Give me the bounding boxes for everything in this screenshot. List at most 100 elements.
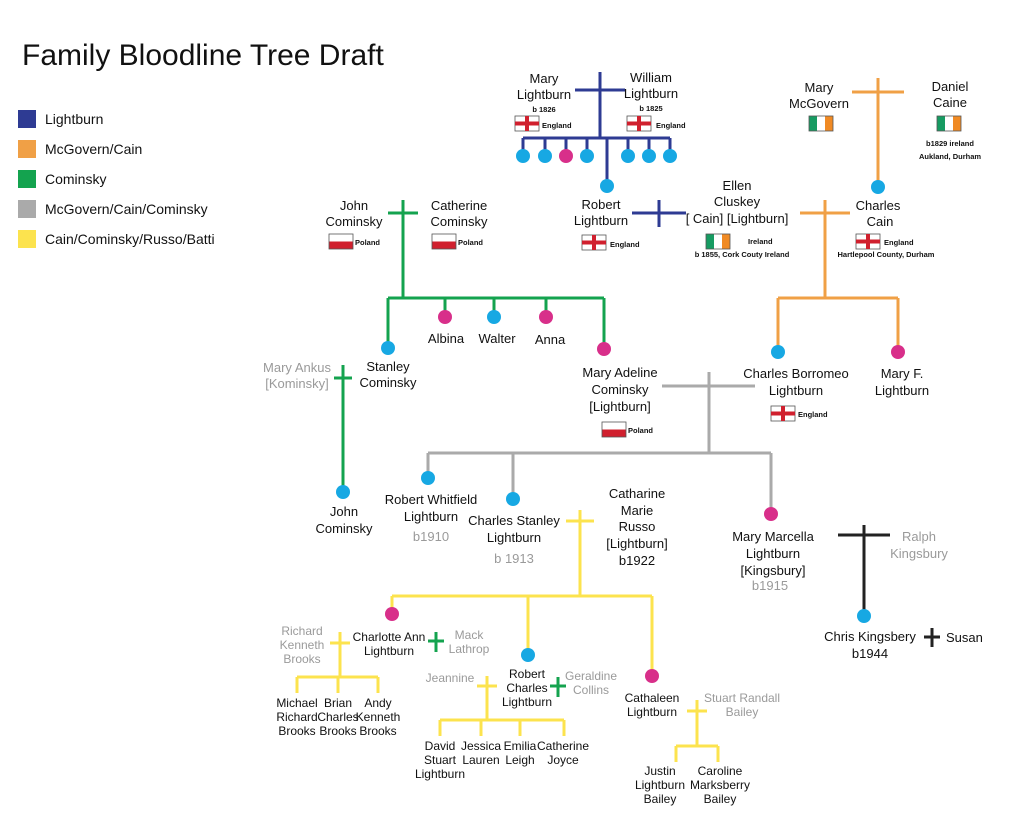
- person-catherine-cominsky: Catherine Cominsky Poland: [430, 198, 488, 247]
- name-line: Charlotte Ann: [353, 630, 426, 644]
- name-line: Brooks: [319, 724, 356, 738]
- person-charles-cain: Charles Cain England Hartlepool County, …: [838, 198, 935, 259]
- person-mack-lathrop: Mack Lathrop: [449, 628, 490, 656]
- country-text: Poland: [355, 238, 380, 247]
- name-line: Lightburn: [769, 383, 823, 398]
- legend-label-cominsky: Cominsky: [45, 171, 106, 187]
- name-line: Brooks: [278, 724, 315, 738]
- name-line: Charles: [506, 681, 547, 695]
- legend-swatch-mcgovern-cain: [18, 140, 36, 158]
- person-william-lightburn: William Lightburn b 1825 England: [624, 70, 686, 130]
- birth-text: b 1825: [639, 104, 662, 113]
- male-dot: [381, 341, 395, 355]
- england-flag: [770, 405, 796, 422]
- female-dot: [385, 607, 399, 621]
- country-text: Ireland: [748, 237, 773, 246]
- name-line: Richard: [276, 710, 317, 724]
- female-dot: [539, 310, 553, 324]
- male-dot: [521, 648, 535, 662]
- name-line: Cominsky: [359, 375, 417, 390]
- name-line: Lightburn: [875, 383, 929, 398]
- name-line: Stuart Randall: [704, 691, 780, 705]
- legend-swatch-cominsky: [18, 170, 36, 188]
- name-line: Cominsky: [315, 521, 373, 536]
- name-line: Joyce: [547, 753, 579, 767]
- name-line: Mack: [455, 628, 485, 642]
- male-dot: [871, 180, 885, 194]
- name-line: [ Cain] [Lightburn]: [686, 211, 789, 226]
- name-line: Mary Adeline: [582, 365, 657, 380]
- legend-label-mcgovern-cain-cominsky: McGovern/Cain/Cominsky: [45, 201, 208, 217]
- name-line: Robert: [581, 197, 620, 212]
- place-text: Hartlepool County, Durham: [838, 250, 935, 259]
- name-line: [Lightburn]: [589, 399, 650, 414]
- yellow-lines: [295, 510, 720, 762]
- person-anna: Anna: [535, 332, 566, 347]
- person-chris-kingsbery: Chris Kingsbery b1944: [824, 629, 916, 661]
- name-line: Cominsky: [591, 382, 649, 397]
- name-line: Lathrop: [449, 642, 490, 656]
- country-text: England: [656, 121, 686, 130]
- person-michael-brooks: Michael Richard Brooks: [276, 696, 317, 738]
- birth-text: b1915: [752, 578, 788, 593]
- male-dot: [516, 149, 530, 163]
- name-line: Lauren: [462, 753, 499, 767]
- male-dot: [336, 485, 350, 499]
- name-line: Catherine: [431, 198, 487, 213]
- male-dot: [857, 609, 871, 623]
- person-walter: Walter: [478, 331, 516, 346]
- name-line: [Kingsbury]: [740, 563, 805, 578]
- country-text: England: [542, 121, 572, 130]
- person-caroline-bailey: Caroline Marksberry Bailey: [690, 764, 750, 806]
- name-line: Lightburn: [364, 644, 414, 658]
- person-mary-ankus: Mary Ankus [Kominsky]: [263, 360, 331, 391]
- birth-text: b 1826: [532, 105, 555, 114]
- person-andy-brooks: Andy Kenneth Brooks: [356, 696, 401, 738]
- name-line: Kenneth: [280, 638, 325, 652]
- name-line: Mary: [530, 71, 559, 86]
- name-line: Mary F.: [881, 366, 924, 381]
- name-line: Andy: [364, 696, 391, 710]
- country-text: Poland: [458, 238, 483, 247]
- person-john-cominsky: John Cominsky Poland: [325, 198, 383, 247]
- name-line: Lightburn: [746, 546, 800, 561]
- name-line: Cathaleen: [625, 691, 680, 705]
- legend-label-lightburn: Lightburn: [45, 111, 103, 127]
- country-text: England: [798, 410, 828, 419]
- england-flag: [626, 115, 652, 132]
- name-line: Geraldine: [565, 669, 617, 683]
- birth-text: b1944: [852, 646, 888, 661]
- person-emilia-leigh: Emilia Leigh: [504, 739, 537, 767]
- name-line: McGovern: [789, 96, 849, 111]
- name-line: Jessica: [461, 739, 501, 753]
- name-line: Caine: [933, 95, 967, 110]
- female-dot: [645, 669, 659, 683]
- name-line: Mary: [805, 80, 834, 95]
- birth-text: b 1913: [494, 551, 534, 566]
- name-line: Justin: [644, 764, 675, 778]
- male-dot: [663, 149, 677, 163]
- female-dot: [764, 507, 778, 521]
- person-robert-whitfield: Robert Whitfield Lightburn b1910: [385, 492, 477, 544]
- name-line: Emilia: [504, 739, 537, 753]
- name-line: Ellen: [723, 178, 752, 193]
- legend-swatch-mcgovern-cain-cominsky: [18, 200, 36, 218]
- male-dot: [621, 149, 635, 163]
- male-dot: [421, 471, 435, 485]
- person-geraldine-collins: Geraldine Collins: [565, 669, 617, 697]
- name-line: Kenneth: [356, 710, 401, 724]
- name-line: Lightburn: [415, 767, 465, 781]
- lightburn-lines: [521, 72, 686, 227]
- name-line: Bailey: [644, 792, 677, 806]
- name-line: Robert Whitfield: [385, 492, 477, 507]
- name-line: Richard: [281, 624, 322, 638]
- legend-label-cain-cominsky-russo-batti: Cain/Cominsky/Russo/Batti: [45, 231, 215, 247]
- person-susan: Susan: [946, 630, 983, 645]
- name-line: Charles: [856, 198, 901, 213]
- name-line: Lightburn: [574, 213, 628, 228]
- name-line: Chris Kingsbery: [824, 629, 916, 644]
- name-line: Lightburn: [627, 705, 677, 719]
- female-dot: [438, 310, 452, 324]
- place-text: Aukland, Durham: [919, 152, 981, 161]
